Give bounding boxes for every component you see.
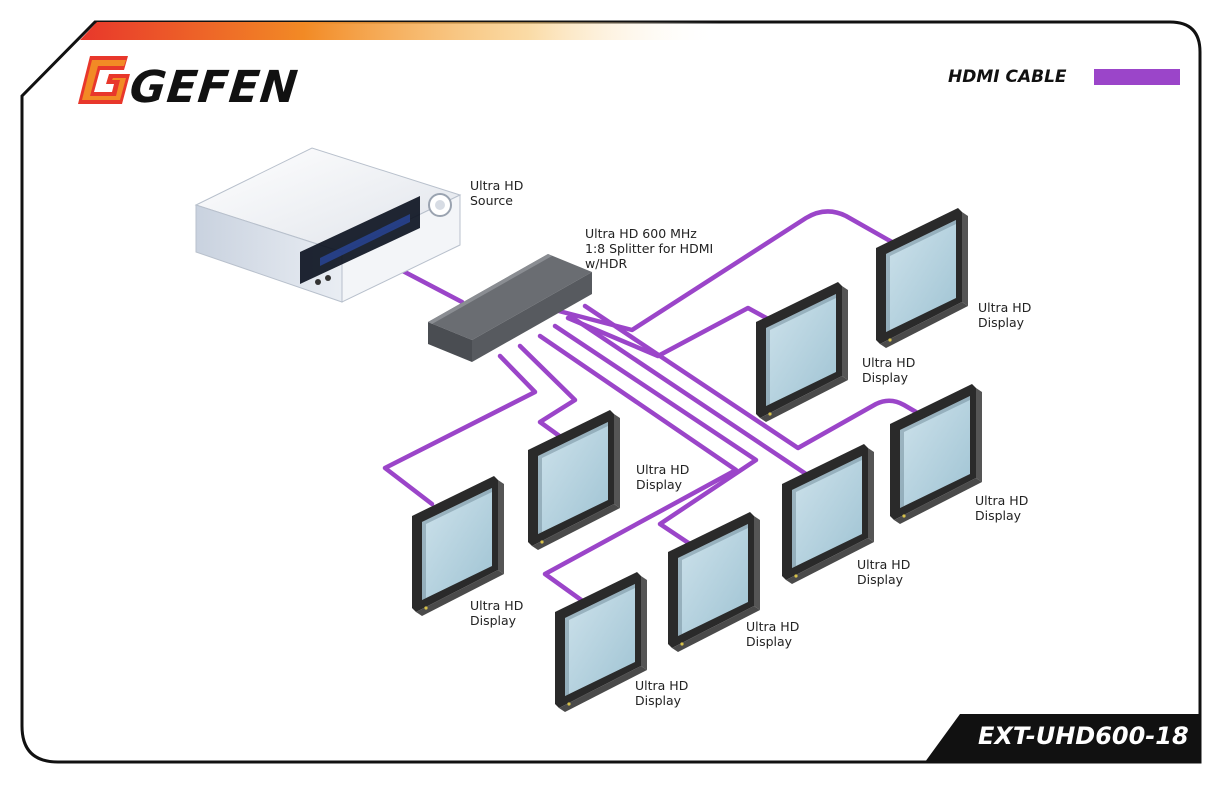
splitter-label-line3: w/HDR: [585, 256, 628, 271]
cable-to-display-7: [517, 343, 578, 443]
display-4-label-line1: Ultra HD: [857, 557, 911, 572]
display-8-label: Ultra HD Display: [470, 598, 523, 628]
cable-to-display-6: [537, 333, 739, 605]
legend-label: HDMI CABLE: [948, 67, 1067, 87]
header-gradient-bar: [80, 22, 720, 40]
display-8-label-line2: Display: [470, 613, 517, 628]
cable-to-display-2: [565, 305, 773, 359]
source-label: Ultra HD Source: [470, 178, 523, 208]
legend-swatch: [1094, 69, 1180, 85]
display-6-label-line1: Ultra HD: [635, 678, 689, 693]
display-4-label: Ultra HD Display: [857, 557, 910, 587]
display-1-icon: [876, 208, 968, 348]
display-7-label-line2: Display: [636, 477, 683, 492]
display-2-label-line2: Display: [862, 370, 909, 385]
source-label-line1: Ultra HD: [470, 178, 524, 193]
cable-to-display-8: [382, 353, 538, 507]
display-5-label-line1: Ultra HD: [746, 619, 800, 634]
display-7-label-line1: Ultra HD: [636, 462, 690, 477]
model-tag-bg: [925, 714, 1200, 762]
display-3-label-line2: Display: [975, 508, 1022, 523]
av-receiver-icon: [194, 147, 462, 303]
display-3-label: Ultra HD Display: [975, 493, 1028, 523]
display-6-label-line2: Display: [635, 693, 682, 708]
hdmi-cables: [375, 209, 919, 605]
display-8-label-line1: Ultra HD: [470, 598, 524, 613]
display-2-icon: [756, 282, 848, 422]
cable-to-display-3: [582, 303, 919, 451]
cable-to-display-5: [552, 323, 759, 547]
gefen-g-logo-icon: [78, 56, 130, 104]
display-7-icon: [528, 410, 620, 550]
cable-to-display-4: [567, 313, 815, 481]
display-7-label: Ultra HD Display: [636, 462, 689, 492]
model-number: EXT-UHD600-18: [978, 722, 1189, 750]
display-6-label: Ultra HD Display: [635, 678, 688, 708]
display-2-label-line1: Ultra HD: [862, 355, 916, 370]
display-1-label: Ultra HD Display: [978, 300, 1031, 330]
display-3-label-line1: Ultra HD: [975, 493, 1029, 508]
source-label-line2: Source: [470, 193, 513, 208]
brand-wordmark: GEFEN: [127, 62, 301, 113]
display-1-label-line1: Ultra HD: [978, 300, 1032, 315]
display-5-label: Ultra HD Display: [746, 619, 799, 649]
display-5-label-line2: Display: [746, 634, 793, 649]
cable-to-display-1: [552, 209, 909, 333]
page-frame: [20, 20, 1202, 764]
splitter-label-line1: Ultra HD 600 MHz: [585, 226, 697, 241]
splitter-label-line2: 1:8 Splitter for HDMI: [585, 241, 714, 256]
splitter-box-icon: [428, 254, 592, 362]
display-4-label-line2: Display: [857, 572, 904, 587]
splitter-label: Ultra HD 600 MHz 1:8 Splitter for HDMI w…: [585, 226, 713, 271]
display-2-label: Ultra HD Display: [862, 355, 915, 385]
display-1-label-line2: Display: [978, 315, 1025, 330]
